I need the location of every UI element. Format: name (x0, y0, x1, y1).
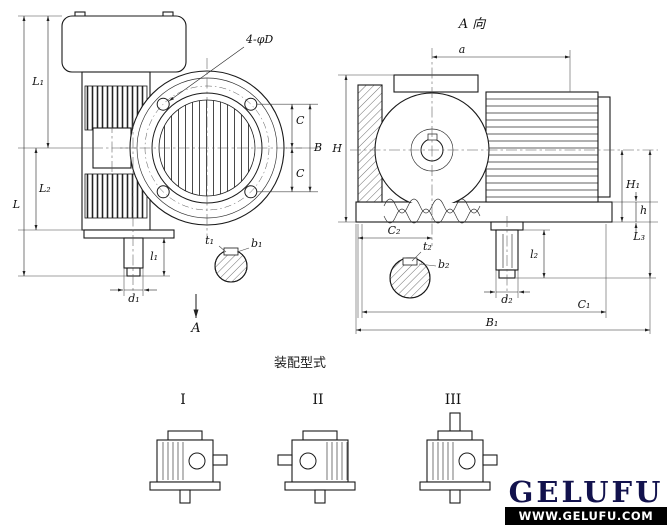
dim-label-C-bottom: C (296, 167, 305, 180)
dim-label-B: B (313, 141, 322, 154)
assembly-type-1-label: I (180, 392, 186, 408)
branding: GELUFU WWW.GELUFU.COM (505, 475, 667, 525)
bolt-note-label: 4-φD (245, 33, 273, 46)
bolt-hole (156, 185, 170, 199)
cooling-fins-lower (84, 173, 148, 219)
leader-bolt-note (168, 46, 245, 102)
worm-shaft-tip (126, 267, 141, 277)
front-view: 4-φD L₁ L₂ L C B C l₁ d₁ t₁ b₁ A (12, 11, 322, 336)
bore-keyway (427, 133, 438, 141)
dim-label-b1: b₁ (251, 237, 262, 250)
leader-b2 (418, 263, 437, 267)
dim-label-d2: d₂ (501, 293, 512, 306)
dim-label-C-top: C (296, 114, 305, 127)
cooling-fin-lines (486, 98, 598, 198)
worm-teeth-lower (383, 208, 481, 224)
dim-label-t1: t₁ (205, 234, 214, 247)
dim-label-b2: b₂ (438, 258, 449, 271)
housing-base (83, 229, 175, 239)
keyway-2 (402, 257, 418, 266)
dim-label-L3: L₃ (632, 230, 645, 243)
bolt-hole (244, 97, 258, 111)
assembly-type-3-label: III (445, 392, 462, 408)
dim-label-L1: L₁ (31, 75, 44, 88)
side-view-A: A 向 a H H₁ h L₃ C₂ t₂ b₂ l₂ d₂ C₁ B₁ (331, 17, 658, 334)
fin-block (485, 91, 599, 203)
keyway-1 (223, 247, 239, 256)
dim-label-d1: d₁ (128, 292, 139, 305)
assembly-type-2-label: II (312, 392, 323, 408)
assembly-types: 装配型式 I II III (149, 356, 498, 504)
dim-label-t2: t₂ (423, 240, 432, 253)
dim-label-h: h (640, 204, 647, 217)
worm-shaft-end (123, 237, 144, 269)
dim-label-L2: L₂ (38, 182, 51, 195)
bolt-hole (156, 97, 170, 111)
brand-website-text: WWW.GELUFU.COM (519, 509, 654, 523)
dim-label-C2: C₂ (388, 224, 401, 237)
dim-label-C1: C₁ (578, 298, 591, 311)
assembly-title: 装配型式 (274, 356, 326, 371)
dim-label-H1: H₁ (625, 178, 640, 191)
assembly-figure-3 (419, 412, 498, 504)
dim-label-B1: B₁ (485, 316, 499, 329)
bolt-hole (244, 185, 258, 199)
dim-label-H: H (331, 142, 342, 155)
worm-housing-cap (61, 15, 187, 73)
leader-b1 (236, 247, 250, 253)
side-view-title: A 向 (458, 17, 487, 32)
dim-label-l2: l₂ (530, 248, 538, 261)
dim-label-a: a (459, 43, 466, 56)
assembly-figure-2 (277, 430, 356, 504)
fin-end-cap (597, 96, 611, 198)
dim-label-L: L (12, 198, 20, 211)
assembly-figure-1 (149, 430, 228, 504)
website-bar (505, 507, 667, 525)
brand-logo-text: GELUFU (509, 475, 664, 509)
top-cap (393, 74, 479, 93)
dim-label-l1: l₁ (150, 250, 158, 263)
leader-t2 (411, 251, 422, 262)
leader-t1 (218, 245, 227, 253)
view-direction-label: A (190, 321, 200, 336)
